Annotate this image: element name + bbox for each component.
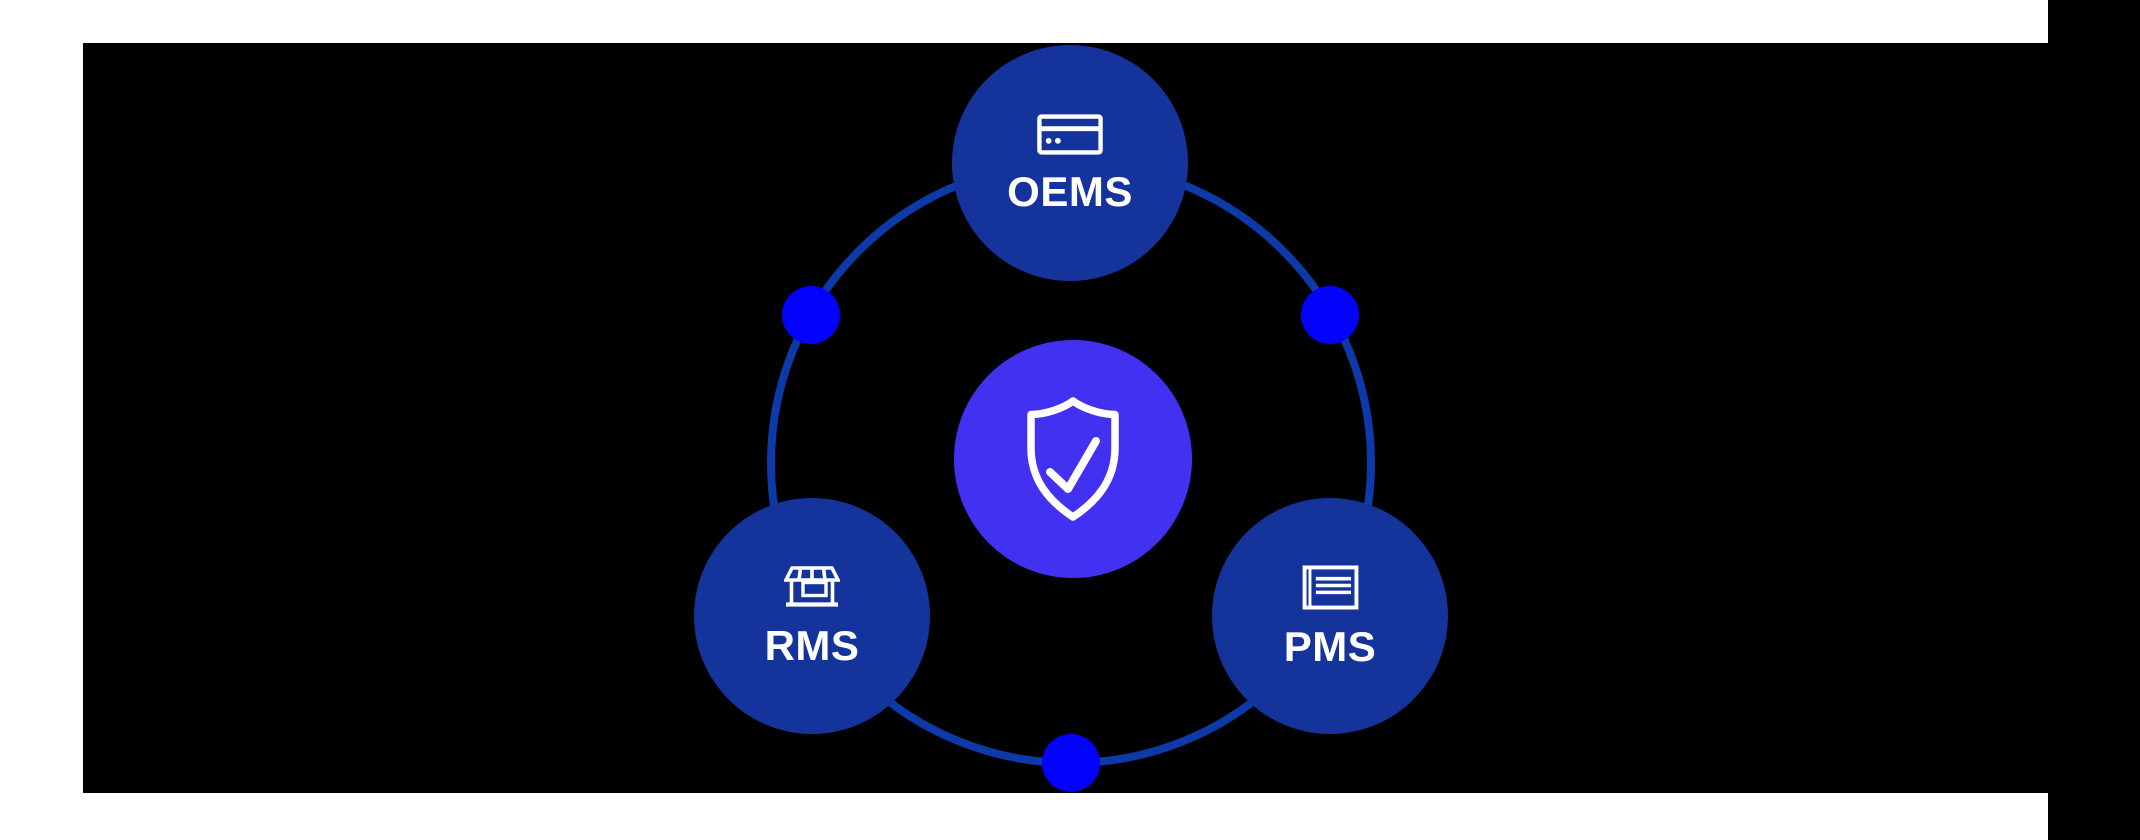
node-oems: OEMS: [952, 45, 1188, 281]
node-pms: PMS: [1212, 498, 1448, 734]
connector-dot-right: [1301, 286, 1359, 344]
credit-card-icon: [1037, 113, 1103, 155]
center-node: [954, 340, 1192, 578]
node-rms: RMS: [694, 498, 930, 734]
connector-dot-left: [782, 286, 840, 344]
node-oems-label: OEMS: [1007, 167, 1133, 215]
black-canvas-right-column: [2048, 0, 2140, 840]
storefront-icon: [784, 565, 840, 609]
document-lines-icon: [1302, 564, 1359, 610]
connector-dot-bottom: [1042, 734, 1100, 792]
node-rms-label: RMS: [764, 622, 860, 669]
shield-check-icon: [1023, 396, 1123, 522]
node-pms-label: PMS: [1283, 622, 1377, 670]
